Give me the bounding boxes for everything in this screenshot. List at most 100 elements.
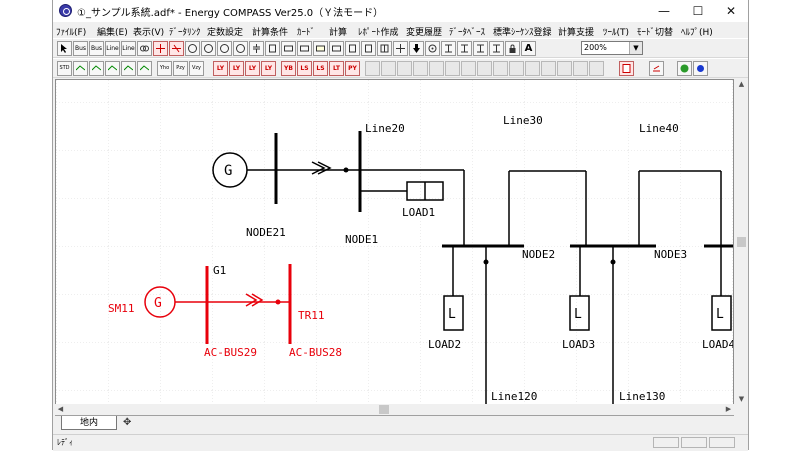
scroll-right-icon[interactable]: ▶ [725, 405, 732, 413]
vertical-scroll-thumb[interactable] [737, 237, 746, 247]
scroll-left-icon[interactable]: ◀ [57, 405, 64, 413]
horizontal-scroll-thumb[interactable] [379, 405, 389, 414]
vzy-button[interactable]: Vzy [189, 61, 204, 76]
ls-button-1[interactable]: LS [297, 61, 312, 76]
menu-tools[interactable]: ﾂｰﾙ(T) [603, 28, 630, 38]
ly-button-1[interactable]: LY [213, 61, 228, 76]
align3-tool-button[interactable] [473, 41, 488, 56]
report-button[interactable] [619, 61, 634, 76]
menu-file[interactable]: ﾌｧｲﾙ(F) [56, 28, 87, 38]
grid-tool-button[interactable] [377, 41, 392, 56]
py-button[interactable]: PY [345, 61, 360, 76]
pzy-button[interactable]: Pzy [173, 61, 188, 76]
vertical-scrollbar[interactable]: ▲ ▼ [736, 79, 747, 405]
menu-calc-support[interactable]: 計算支援 [558, 28, 595, 38]
menu-edit[interactable]: 編集(E) [97, 28, 128, 38]
disabled-button-10[interactable] [509, 61, 524, 76]
disabled-button-5[interactable] [429, 61, 444, 76]
motor-tool-button[interactable] [217, 41, 232, 56]
disabled-button-6[interactable] [445, 61, 460, 76]
close-button[interactable]: ✕ [725, 4, 737, 18]
menu-database[interactable]: ﾃﾞｰﾀﾍﾞｰｽ [449, 28, 486, 38]
menu-constants[interactable]: 定数設定 [207, 28, 244, 38]
disabled-button-15[interactable] [589, 61, 604, 76]
menu-report[interactable]: ﾚﾎﾟｰﾄ作成 [358, 28, 399, 38]
calc1-button[interactable] [73, 61, 88, 76]
yho-button[interactable]: Yho [157, 61, 172, 76]
maximize-button[interactable]: ☐ [692, 4, 704, 18]
ly-button-3[interactable]: LY [245, 61, 260, 76]
menu-calc[interactable]: 計算 [329, 28, 348, 38]
menu-history[interactable]: 変更履歴 [406, 28, 443, 38]
ly-button-4[interactable]: LY [261, 61, 276, 76]
minimize-button[interactable]: — [658, 4, 670, 18]
disabled-button-8[interactable] [477, 61, 492, 76]
disabled-button-3[interactable] [397, 61, 412, 76]
cable-tool-button[interactable] [329, 41, 344, 56]
bus-tool-button[interactable]: Bus [73, 41, 88, 56]
menu-card[interactable]: ｶｰﾄﾞ [297, 28, 316, 38]
diagram-canvas[interactable]: G NODE21 NODE1 NODE2 NODE3 Line20 Line30… [55, 79, 734, 405]
refresh-button[interactable] [677, 61, 692, 76]
align-tool-button[interactable] [441, 41, 456, 56]
transformer-tool-button[interactable] [137, 41, 152, 56]
yb-button[interactable]: YB [281, 61, 296, 76]
disabled-button-9[interactable] [493, 61, 508, 76]
disabled-button-4[interactable] [413, 61, 428, 76]
menu-help[interactable]: ﾍﾙﾌﾟ(H) [681, 28, 713, 38]
app-icon[interactable] [59, 4, 72, 17]
zoom-select[interactable]: 200% ▼ [581, 41, 643, 55]
line2-tool-button[interactable]: Line [121, 41, 136, 56]
sync-machine-tool-button[interactable] [185, 41, 200, 56]
reactor-tool-button[interactable] [265, 41, 280, 56]
disabled-button-14[interactable] [573, 61, 588, 76]
bus2-tool-button[interactable]: Bus [89, 41, 104, 56]
select-tool-button[interactable] [57, 41, 72, 56]
menu-sequence[interactable]: 標準ｼｰｹﾝｽ登録 [493, 28, 552, 38]
calc5-button[interactable] [137, 61, 152, 76]
arrow-down-tool-button[interactable] [409, 41, 424, 56]
scroll-up-icon[interactable]: ▲ [738, 80, 745, 88]
load2-box[interactable] [443, 295, 464, 331]
disabled-button-2[interactable] [381, 61, 396, 76]
line-tool-button[interactable]: Line [105, 41, 120, 56]
ls-button-2[interactable]: LS [313, 61, 328, 76]
scroll-down-icon[interactable]: ▼ [738, 395, 745, 403]
lt-button[interactable]: LT [329, 61, 344, 76]
disabled-button-12[interactable] [541, 61, 556, 76]
disabled-button-1[interactable] [365, 61, 380, 76]
panel-tool-button[interactable] [313, 41, 328, 56]
induction-machine-tool-button[interactable] [201, 41, 216, 56]
disabled-button-11[interactable] [525, 61, 540, 76]
menu-calc-conditions[interactable]: 計算条件 [252, 28, 289, 38]
horizontal-scrollbar[interactable]: ◀ ▶ [55, 404, 734, 415]
dc-load-tool-button[interactable] [361, 41, 376, 56]
lock-tool-button[interactable] [505, 41, 520, 56]
align2-tool-button[interactable] [457, 41, 472, 56]
meter-tool-button[interactable] [297, 41, 312, 56]
single-line-diagram[interactable]: G NODE21 NODE1 NODE2 NODE3 Line20 Line30… [56, 80, 734, 405]
ly-button-2[interactable]: LY [229, 61, 244, 76]
switch-tool-button[interactable] [169, 41, 184, 56]
menu-datalink[interactable]: ﾃﾞｰﾀﾘﾝｸ [169, 28, 201, 38]
sheet-tab-active[interactable]: 地内 [61, 416, 117, 430]
std-button[interactable]: STD [57, 61, 72, 76]
menu-view[interactable]: 表示(V) [133, 28, 165, 38]
set-button[interactable] [649, 61, 664, 76]
disabled-button-7[interactable] [461, 61, 476, 76]
menu-mode[interactable]: ﾓｰﾄﾞ切替 [637, 28, 674, 38]
load-tool-button[interactable] [345, 41, 360, 56]
breaker-tool-button[interactable] [153, 41, 168, 56]
calc2-button[interactable] [89, 61, 104, 76]
disabled-button-13[interactable] [557, 61, 572, 76]
gen-tool-button[interactable] [233, 41, 248, 56]
calc3-button[interactable] [105, 61, 120, 76]
relay-tool-button[interactable] [281, 41, 296, 56]
sld-tool-button[interactable] [393, 41, 408, 56]
ground-tool-button[interactable] [425, 41, 440, 56]
load3-box[interactable] [569, 295, 590, 331]
load4-box[interactable] [711, 295, 732, 331]
text-tool-button[interactable]: A [521, 41, 536, 56]
align4-tool-button[interactable] [489, 41, 504, 56]
capacitor-tool-button[interactable] [249, 41, 264, 56]
